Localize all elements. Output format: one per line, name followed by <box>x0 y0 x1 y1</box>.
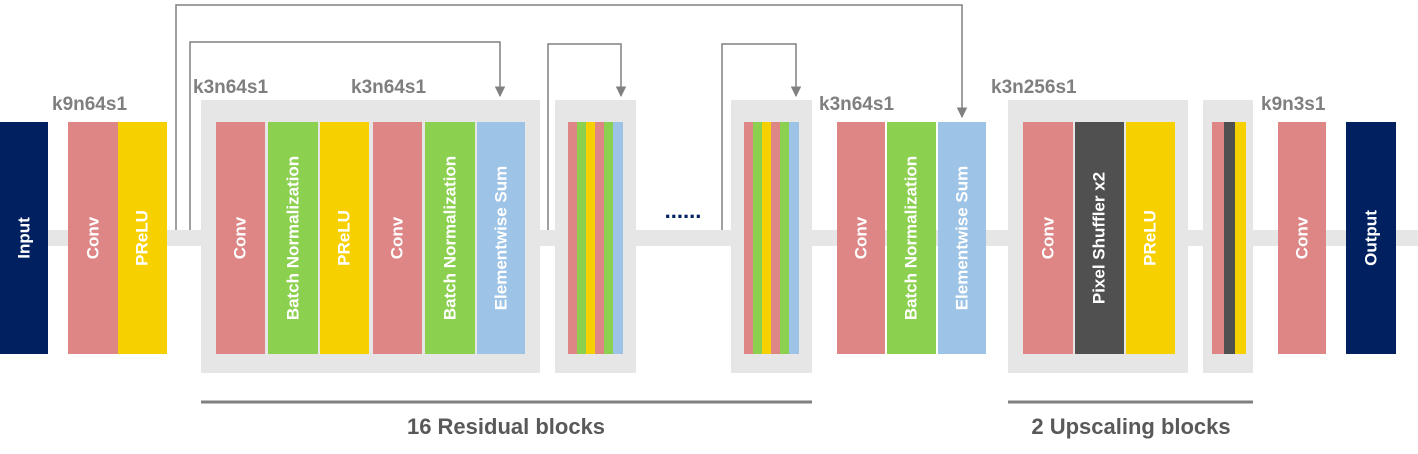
res-bn2-label: Batch Normalization <box>441 156 460 320</box>
output-block <box>1346 122 1396 354</box>
mini-stripe-batch-norm <box>780 122 789 354</box>
mini-block-stripes-1 <box>568 122 623 354</box>
pixel-shuffler-label: Pixel Shuffler x2 <box>1090 172 1109 304</box>
mini-stripe-sum <box>613 122 623 354</box>
mini-stripe-sum <box>789 122 799 354</box>
param-first: k9n64s1 <box>52 94 127 115</box>
post-res-sum-layer <box>938 122 986 354</box>
param-res-conv2: k3n64s1 <box>351 77 426 98</box>
mini-upscale-stripes <box>1212 122 1246 354</box>
res-sum-label: Elementwise Sum <box>492 166 511 311</box>
res-bn1-layer <box>268 122 318 354</box>
res-sum-layer <box>477 122 525 354</box>
pixel-shuffler-layer <box>1075 122 1124 354</box>
res-conv2-label: Conv <box>388 216 407 259</box>
first-prelu-label: PReLU <box>133 210 152 266</box>
mini-stripe-conv <box>568 122 577 354</box>
mini-stripe-batch-norm <box>577 122 586 354</box>
long-skip-connection <box>175 4 968 230</box>
first-conv-layer <box>68 122 118 354</box>
res-conv1-layer <box>216 122 265 354</box>
upscaling-caption: 2 Upscaling blocks <box>1031 414 1230 439</box>
mini-stripe-conv <box>1212 122 1224 354</box>
mini-stripe-batch-norm <box>753 122 762 354</box>
residual-caption: 16 Residual blocks <box>407 414 605 439</box>
input-label: Input <box>15 217 34 259</box>
param-final: k9n3s1 <box>1261 94 1326 115</box>
mini-stripe-pixel-shuffler <box>1224 122 1235 354</box>
final-conv-layer <box>1278 122 1326 354</box>
upscale-prelu-layer <box>1126 122 1175 354</box>
param-res-conv1: k3n64s1 <box>193 77 268 98</box>
post-res-conv-label: Conv <box>852 216 871 259</box>
residual-skip-connection-3 <box>721 43 802 230</box>
mini-stripe-prelu <box>586 122 595 354</box>
mini-stripe-prelu <box>1235 122 1246 354</box>
res-conv1-label: Conv <box>231 216 250 259</box>
res-conv2-layer <box>373 122 422 354</box>
mini-stripe-conv <box>595 122 604 354</box>
res-prelu-layer <box>320 122 369 354</box>
post-res-bn-label: Batch Normalization <box>902 156 921 320</box>
post-res-conv-layer <box>837 122 885 354</box>
upscale-conv-label: Conv <box>1039 216 1058 259</box>
output-label: Output <box>1362 210 1381 266</box>
param-post-res: k3n64s1 <box>819 94 894 115</box>
mini-block-stripes-2 <box>744 122 799 354</box>
residual-skip-connection-1 <box>189 41 506 230</box>
mini-stripe-batch-norm <box>604 122 613 354</box>
mini-stripe-conv <box>771 122 780 354</box>
mini-stripe-conv <box>744 122 753 354</box>
param-upscale: k3n256s1 <box>991 77 1077 98</box>
post-res-sum-label: Elementwise Sum <box>953 166 972 311</box>
ellipsis: ...... <box>665 198 702 223</box>
final-conv-label: Conv <box>1293 216 1312 259</box>
first-prelu-layer <box>118 122 167 354</box>
res-bn1-label: Batch Normalization <box>284 156 303 320</box>
upscale-conv-layer <box>1023 122 1073 354</box>
residual-skip-connection-2 <box>547 43 627 230</box>
post-res-bn-layer <box>887 122 936 354</box>
mini-stripe-prelu <box>762 122 771 354</box>
first-conv-label: Conv <box>84 216 103 259</box>
res-prelu-label: PReLU <box>335 210 354 266</box>
upscale-prelu-label: PReLU <box>1141 210 1160 266</box>
input-block <box>0 122 48 354</box>
res-bn2-layer <box>425 122 475 354</box>
